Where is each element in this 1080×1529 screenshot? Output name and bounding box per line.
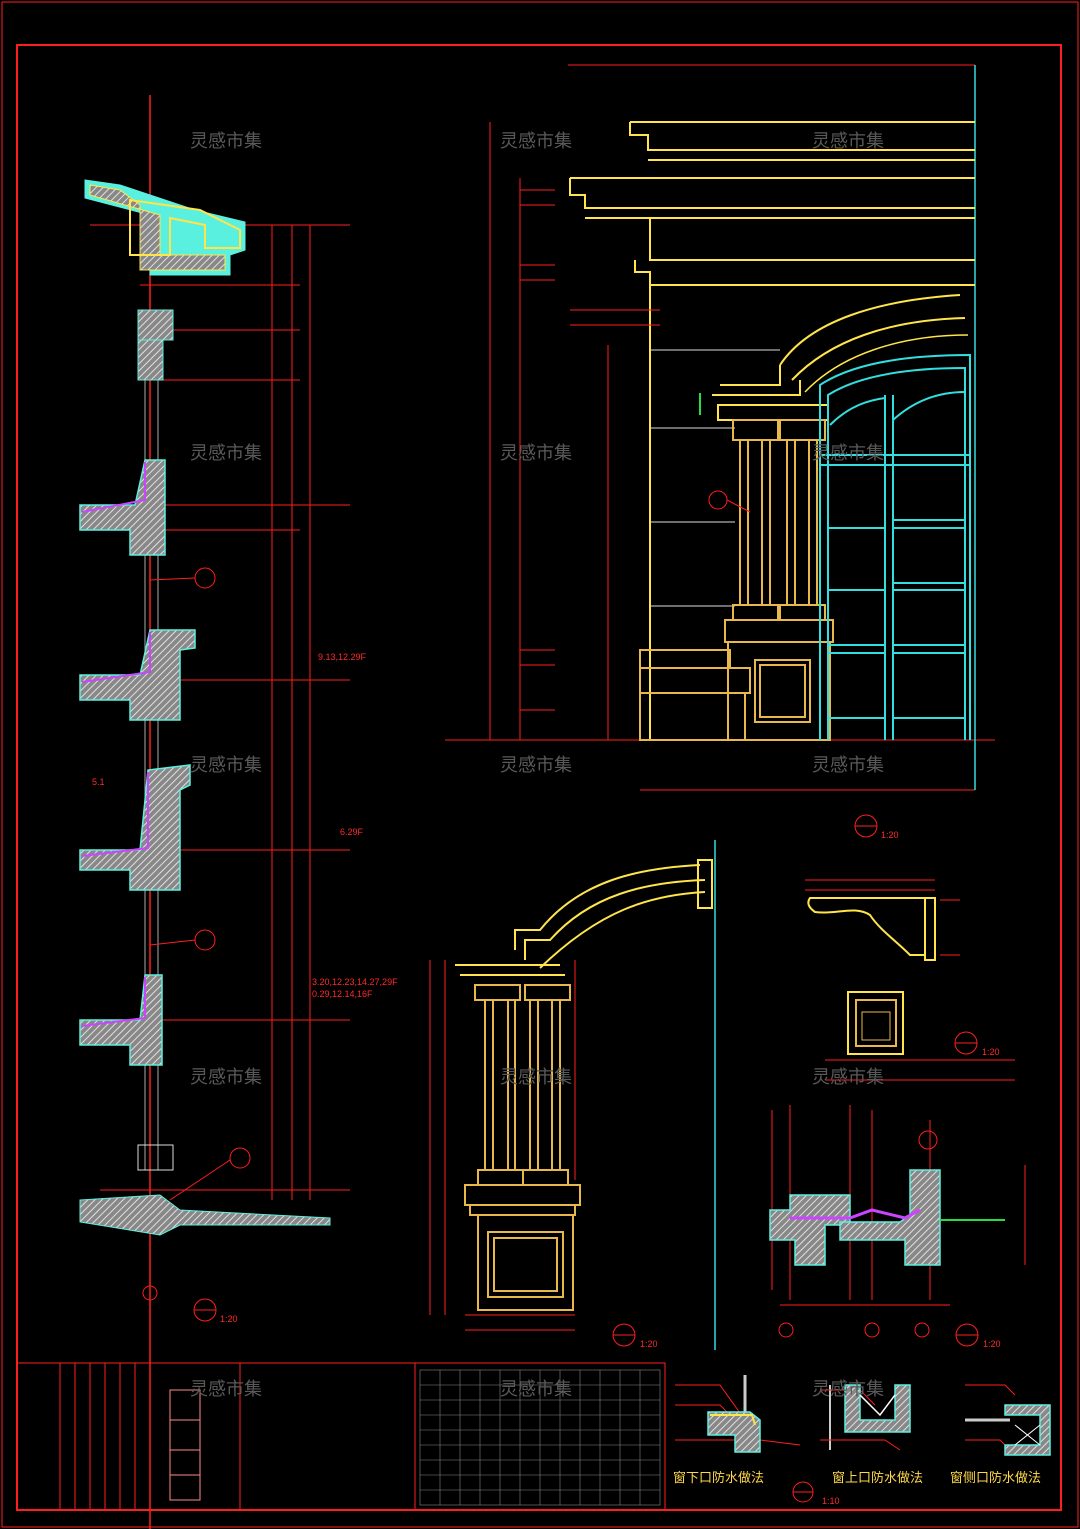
watermark-grid: 灵感市集 灵感市集 灵感市集 灵感市集 灵感市集 灵感市集 灵感市集 灵感市集 … bbox=[190, 131, 884, 1400]
watermark-text: 灵感市集 bbox=[812, 443, 884, 464]
scale-bracket-detail: 1:20 bbox=[982, 1047, 1000, 1057]
schedule-table bbox=[419, 1369, 661, 1506]
level-label-c: 3.20,12.23,14.27,29F bbox=[312, 977, 398, 987]
watermark-text: 灵感市集 bbox=[500, 131, 572, 152]
watermark-text: 灵感市集 bbox=[812, 1067, 884, 1088]
watermark-text: 灵感市集 bbox=[500, 443, 572, 464]
scale-arch-detail: 1:20 bbox=[640, 1339, 658, 1349]
watermark-text: 灵感市集 bbox=[190, 1067, 262, 1088]
watermark-text: 灵感市集 bbox=[500, 1067, 572, 1088]
parapet-detail: 1:20 bbox=[769, 1105, 1026, 1349]
watermark-text: 灵感市集 bbox=[190, 443, 262, 464]
bracket-detail: 1:20 bbox=[805, 879, 1015, 1081]
level-label-b: 6.29F bbox=[340, 827, 364, 837]
caption-window-head: 窗上口防水做法 bbox=[832, 1470, 923, 1486]
watermark-text: 灵感市集 bbox=[812, 755, 884, 776]
level-label-e: 5.1 bbox=[92, 777, 105, 787]
arch-column-detail: 1:20 bbox=[429, 840, 716, 1350]
caption-window-sill: 窗下口防水做法 bbox=[673, 1470, 764, 1486]
watermark-text: 灵感市集 bbox=[190, 755, 262, 776]
scale-parapet-detail: 1:20 bbox=[983, 1339, 1001, 1349]
watermark-text: 灵感市集 bbox=[812, 131, 884, 152]
scale-wall-section: 1:20 bbox=[220, 1314, 238, 1324]
scale-elevation: 1:20 bbox=[881, 830, 899, 840]
watermark-text: 灵感市集 bbox=[500, 1379, 572, 1400]
elevation: 1:20 bbox=[445, 64, 995, 840]
caption-window-jamb: 窗侧口防水做法 bbox=[950, 1470, 1041, 1486]
watermark-text: 灵感市集 bbox=[812, 1379, 884, 1400]
title-block-legend bbox=[169, 1389, 201, 1501]
level-label-d: 0.29,12.14,16F bbox=[312, 989, 373, 999]
watermark-text: 灵感市集 bbox=[500, 755, 572, 776]
wall-section: 9.13,12.29F 6.29F 3.20,12.23,14.27,29F 0… bbox=[79, 95, 398, 1529]
scale-bottom-details: 1:10 bbox=[822, 1496, 840, 1506]
watermark-text: 灵感市集 bbox=[190, 131, 262, 152]
title-block bbox=[16, 1362, 666, 1511]
level-label-a: 9.13,12.29F bbox=[318, 652, 367, 662]
waterproof-details: 窗下口防水做法 窗上口防水做法 窗侧口防水做法 1:10 bbox=[673, 1375, 1051, 1506]
watermark-text: 灵感市集 bbox=[190, 1379, 262, 1400]
